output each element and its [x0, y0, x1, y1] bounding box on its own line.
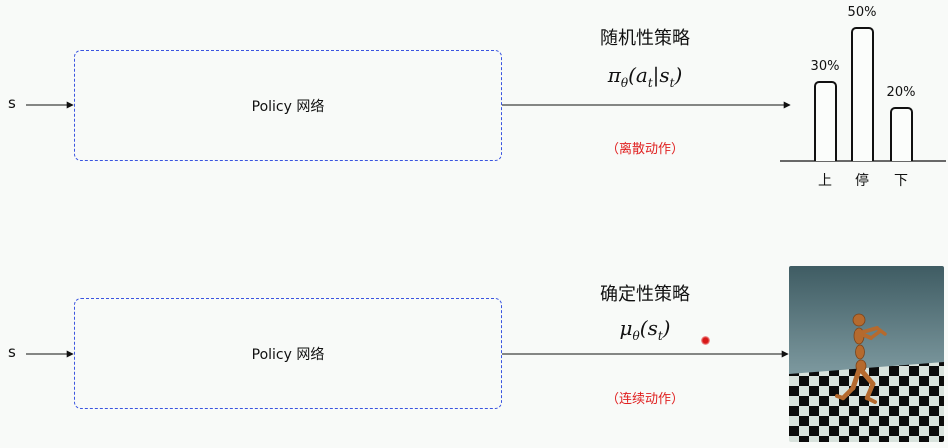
bar	[890, 107, 913, 161]
bar-value-label: 30%	[810, 59, 840, 74]
policy-network-box-top: Policy 网络	[74, 50, 502, 161]
policy-network-box-bottom: Policy 网络	[74, 298, 502, 409]
bar-category-label: 停	[855, 173, 869, 189]
checkered-floor	[789, 362, 944, 442]
policy-network-label-bottom: Policy 网络	[251, 346, 325, 363]
humanoid-figure	[835, 313, 887, 404]
state-label-top: s	[8, 94, 16, 112]
cursor-dot	[701, 336, 710, 345]
humanoid-simulation-image	[789, 266, 944, 442]
continuous-action-note: （连续动作）	[605, 392, 684, 407]
state-label-bottom: s	[8, 343, 16, 361]
policy-network-label-top: Policy 网络	[251, 98, 325, 115]
bar	[814, 81, 837, 161]
stochastic-policy-title: 随机性策略	[600, 28, 690, 49]
bar	[851, 27, 874, 161]
bar-value-label: 50%	[847, 5, 877, 20]
bar-value-label: 20%	[886, 85, 916, 100]
discrete-action-note: （离散动作）	[605, 142, 684, 157]
bar-category-label: 下	[894, 173, 908, 189]
deterministic-policy-formula: μθ(st)	[619, 316, 671, 343]
stochastic-policy-formula: πθ(at|st)	[607, 63, 683, 90]
deterministic-policy-title: 确定性策略	[600, 284, 690, 305]
bar-category-label: 上	[818, 173, 832, 189]
